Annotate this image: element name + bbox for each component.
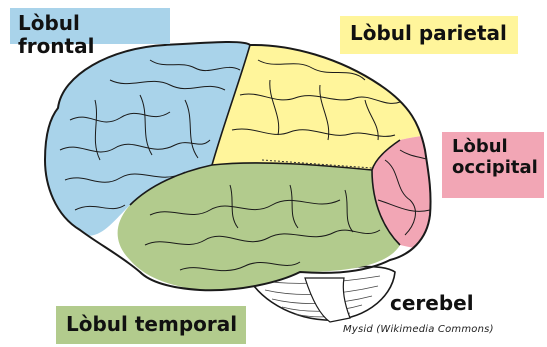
- occipital-lobe-label: Lòbul occipital: [442, 132, 544, 198]
- cerebellum-label: cerebel: [390, 292, 474, 315]
- temporal-lobe-label: Lòbul temporal: [56, 306, 246, 344]
- parietal-lobe-label: Lòbul parietal: [340, 16, 518, 54]
- image-credit: Mysid (Wikimedia Commons): [343, 324, 494, 335]
- occipital-label-line2: occipital: [452, 158, 536, 179]
- frontal-lobe-label: Lòbul frontal: [10, 8, 170, 44]
- occipital-label-line1: Lòbul: [452, 137, 536, 158]
